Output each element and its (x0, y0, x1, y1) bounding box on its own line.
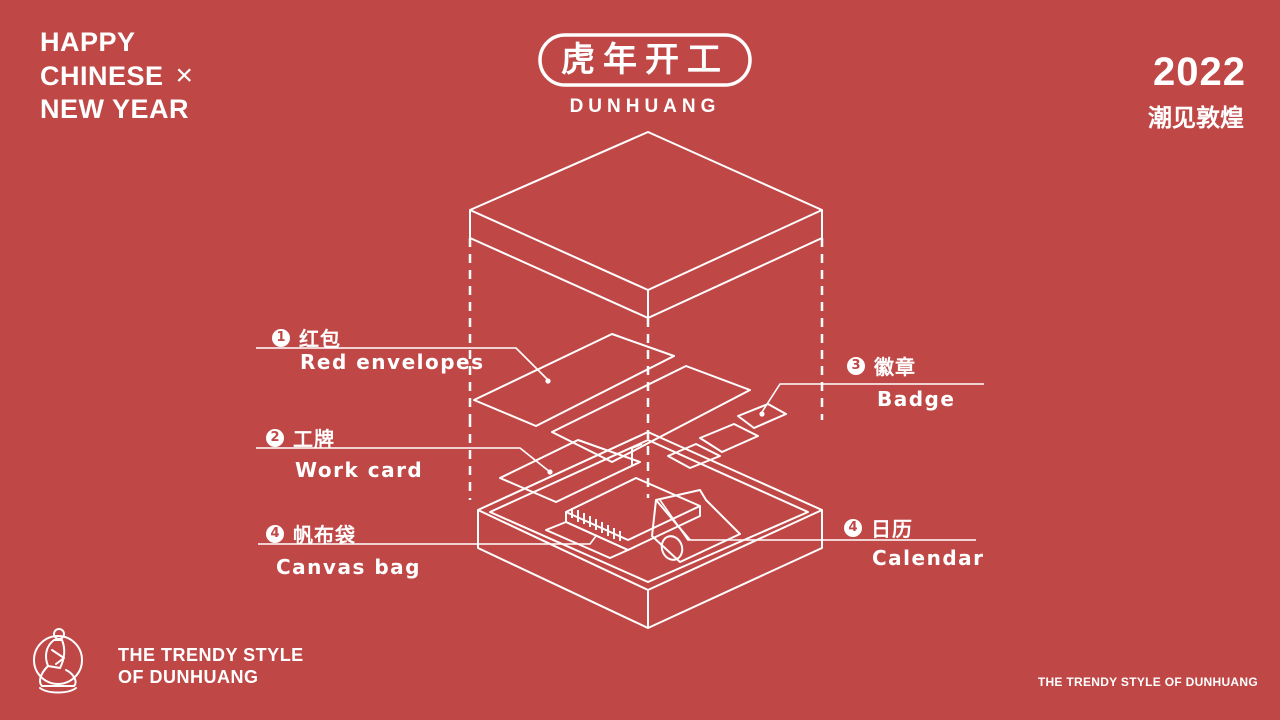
logo-title-badge: 虎年开工 (538, 33, 752, 87)
label-calendar: 4 日历 (844, 513, 913, 542)
label-canvas-bag: 4 帆布袋 (266, 519, 356, 548)
middle-sheet (551, 365, 751, 463)
label-work-card-en: Work card (295, 458, 424, 482)
footer-tagline-line-2: OF DUNHUANG (118, 667, 259, 687)
dashed-guides (468, 238, 824, 500)
year-subtitle: 潮见敦煌 (1148, 104, 1244, 132)
label-badge-en: Badge (877, 387, 956, 411)
label-cn: 红包 (299, 327, 341, 351)
label-number: 1 (272, 328, 290, 347)
cross-icon: × (175, 59, 194, 92)
canvas-bag (545, 489, 741, 563)
footer-tagline-small: THE TRENDY STYLE OF DUNHUANG (1037, 675, 1258, 689)
label-number: 2 (266, 428, 284, 447)
greeting-line-2-text: CHINESE (40, 61, 164, 91)
seated-figure-icon (33, 628, 83, 694)
label-canvas-bag-en: Canvas bag (276, 555, 421, 579)
label-work-card: 2 工牌 (266, 423, 335, 452)
badge-pieces (667, 403, 787, 469)
label-cn: 日历 (871, 517, 913, 541)
label-badge: 3 徽章 (847, 351, 916, 380)
footer-tagline: THE TRENDY STYLE OF DUNHUANG (118, 644, 304, 688)
label-cn: 帆布袋 (293, 523, 356, 547)
greeting-line-1: HAPPY (40, 27, 136, 57)
label-number: 3 (847, 356, 865, 375)
leader-lines (256, 347, 984, 545)
year: 2022 (1153, 50, 1246, 94)
label-number: 4 (266, 524, 284, 543)
footer-tagline-line-1: THE TRENDY STYLE (118, 645, 304, 665)
box-lid (469, 131, 823, 319)
label-calendar-en: Calendar (872, 546, 985, 570)
logo-subtitle: DUNHUANG (569, 96, 721, 117)
calendar-block (565, 477, 701, 551)
label-cn: 工牌 (293, 427, 335, 451)
box-base (477, 431, 823, 629)
greeting-line-3: NEW YEAR (40, 94, 190, 124)
label-red-envelopes: 1 红包 (272, 323, 341, 352)
label-red-envelopes-en: Red envelopes (300, 350, 485, 374)
greeting: HAPPY CHINESE × NEW YEAR (40, 26, 194, 126)
logo-title-text: 虎年开工 (561, 40, 729, 80)
greeting-line-2: CHINESE × (40, 59, 194, 93)
label-number: 4 (844, 518, 862, 537)
label-cn: 徽章 (874, 355, 916, 379)
